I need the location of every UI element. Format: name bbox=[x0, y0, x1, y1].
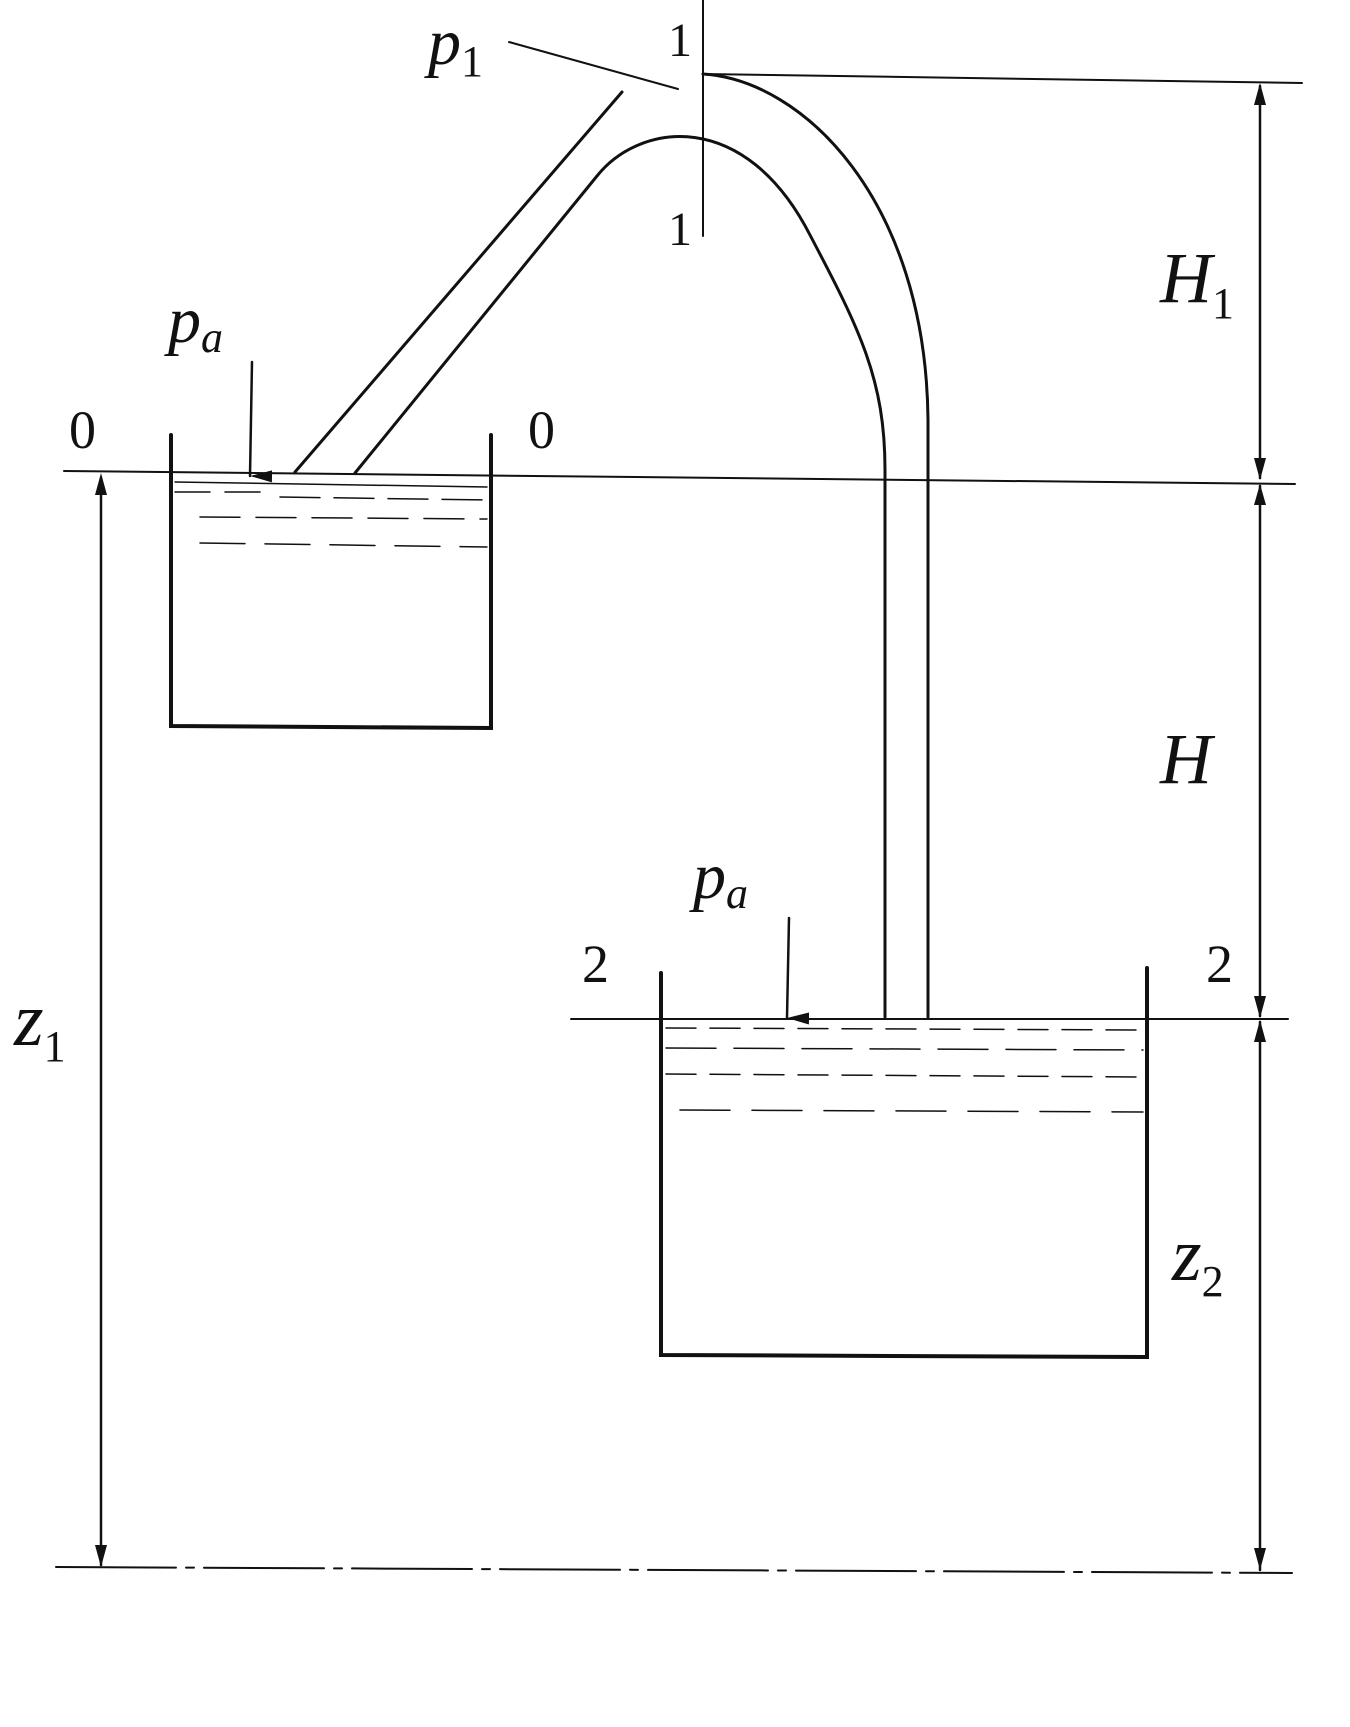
label-section-0-left: 0 bbox=[69, 400, 96, 460]
pa-lower-arrow bbox=[785, 916, 810, 1025]
p1-leader-line bbox=[508, 41, 679, 90]
pa-upper-arrow bbox=[248, 360, 273, 483]
label-p1: p1 bbox=[424, 6, 483, 86]
z1-dimension bbox=[95, 473, 107, 1567]
lower-tank-water-surface bbox=[665, 1027, 1144, 1113]
label-section-0-right: 0 bbox=[528, 400, 555, 460]
label-pa-lower: pa bbox=[689, 840, 748, 918]
pipe-outer-wall bbox=[293, 72, 930, 1019]
section-line-0-0 bbox=[63, 470, 1296, 485]
label-pa-upper: pa bbox=[164, 284, 223, 362]
label-H: H bbox=[1159, 719, 1216, 799]
siphon-pipe bbox=[293, 72, 930, 1019]
upper-tank-water-surface bbox=[174, 481, 488, 548]
label-H1: H1 bbox=[1159, 238, 1234, 328]
label-section-2-right: 2 bbox=[1206, 934, 1233, 994]
z2-dimension bbox=[1254, 1020, 1266, 1572]
datum-line bbox=[55, 1566, 1293, 1574]
pipe-inner-wall bbox=[353, 135, 887, 1019]
label-section-1-bottom: 1 bbox=[668, 203, 692, 256]
lower-tank bbox=[659, 966, 1149, 1360]
H-dimension bbox=[1254, 484, 1266, 1018]
H1-dimension bbox=[1254, 83, 1266, 480]
label-z1: z1 bbox=[13, 978, 66, 1071]
label-section-2-left: 2 bbox=[582, 934, 609, 994]
top-reference-line bbox=[702, 73, 1303, 84]
upper-tank bbox=[169, 433, 493, 731]
label-section-1-top: 1 bbox=[668, 14, 692, 67]
label-z2: z2 bbox=[1171, 1213, 1224, 1306]
